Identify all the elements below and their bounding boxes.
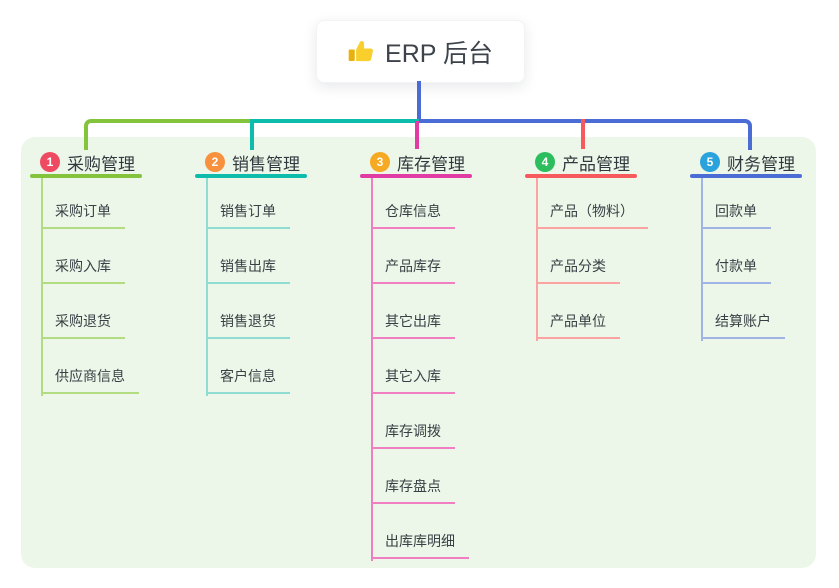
child-node[interactable]: 其它出库 bbox=[371, 311, 455, 339]
branch-title-3[interactable]: 3 库存管理 bbox=[370, 150, 465, 174]
branch-child-line bbox=[206, 178, 208, 396]
branch-title-1[interactable]: 1 采购管理 bbox=[40, 150, 135, 174]
connector-bus-right bbox=[419, 119, 752, 150]
child-node[interactable]: 产品单位 bbox=[536, 311, 620, 339]
branch-child-line bbox=[371, 178, 373, 561]
connector-bus-middle bbox=[253, 119, 419, 123]
branch-title-5[interactable]: 5 财务管理 bbox=[700, 150, 795, 174]
branch-underline bbox=[690, 174, 802, 178]
child-node[interactable]: 产品库存 bbox=[371, 256, 455, 284]
branch-child-line bbox=[536, 178, 538, 341]
branch-underline bbox=[360, 174, 472, 178]
branch-title-label: 库存管理 bbox=[397, 154, 465, 174]
branch-title-label: 财务管理 bbox=[727, 154, 795, 174]
branch-title-label: 采购管理 bbox=[67, 154, 135, 174]
branch-number-badge: 1 bbox=[40, 152, 60, 172]
connector-drop-sales bbox=[250, 119, 254, 150]
connector-drop-inventory bbox=[415, 121, 419, 149]
mindmap-panel bbox=[21, 137, 816, 568]
child-node[interactable]: 销售出库 bbox=[206, 256, 290, 284]
child-node[interactable]: 采购退货 bbox=[41, 311, 125, 339]
child-node[interactable]: 其它入库 bbox=[371, 366, 455, 394]
child-node[interactable]: 库存盘点 bbox=[371, 476, 455, 504]
child-node[interactable]: 付款单 bbox=[701, 256, 771, 284]
branch-underline bbox=[195, 174, 307, 178]
child-node[interactable]: 供应商信息 bbox=[41, 366, 139, 394]
branch-number-badge: 3 bbox=[370, 152, 390, 172]
branch-number-badge: 5 bbox=[700, 152, 720, 172]
branch-title-label: 产品管理 bbox=[562, 154, 630, 174]
child-node[interactable]: 库存调拨 bbox=[371, 421, 455, 449]
child-node[interactable]: 采购入库 bbox=[41, 256, 125, 284]
child-node[interactable]: 出库库明细 bbox=[371, 531, 469, 559]
branch-underline bbox=[30, 174, 142, 178]
branch-number-badge: 4 bbox=[535, 152, 555, 172]
child-node[interactable]: 产品分类 bbox=[536, 256, 620, 284]
connector-root-vertical bbox=[417, 81, 421, 123]
child-node[interactable]: 结算账户 bbox=[701, 311, 785, 339]
connector-drop-product bbox=[581, 119, 585, 149]
child-node[interactable]: 客户信息 bbox=[206, 366, 290, 394]
thumbs-up-icon bbox=[348, 38, 375, 65]
branch-title-4[interactable]: 4 产品管理 bbox=[535, 150, 630, 174]
child-node[interactable]: 销售退货 bbox=[206, 311, 290, 339]
branch-title-label: 销售管理 bbox=[232, 154, 300, 174]
child-node[interactable]: 产品（物料） bbox=[536, 201, 648, 229]
branch-title-2[interactable]: 2 销售管理 bbox=[205, 150, 300, 174]
root-title: ERP 后台 bbox=[385, 39, 493, 68]
child-node[interactable]: 仓库信息 bbox=[371, 201, 455, 229]
child-node[interactable]: 销售订单 bbox=[206, 201, 290, 229]
branch-number-badge: 2 bbox=[205, 152, 225, 172]
branch-underline bbox=[525, 174, 637, 178]
child-node[interactable]: 回款单 bbox=[701, 201, 771, 229]
branch-child-line bbox=[701, 178, 703, 341]
child-node[interactable]: 采购订单 bbox=[41, 201, 125, 229]
branch-child-line bbox=[41, 178, 43, 396]
connector-bus-left bbox=[84, 119, 253, 150]
root-node[interactable]: ERP 后台 bbox=[316, 20, 525, 83]
